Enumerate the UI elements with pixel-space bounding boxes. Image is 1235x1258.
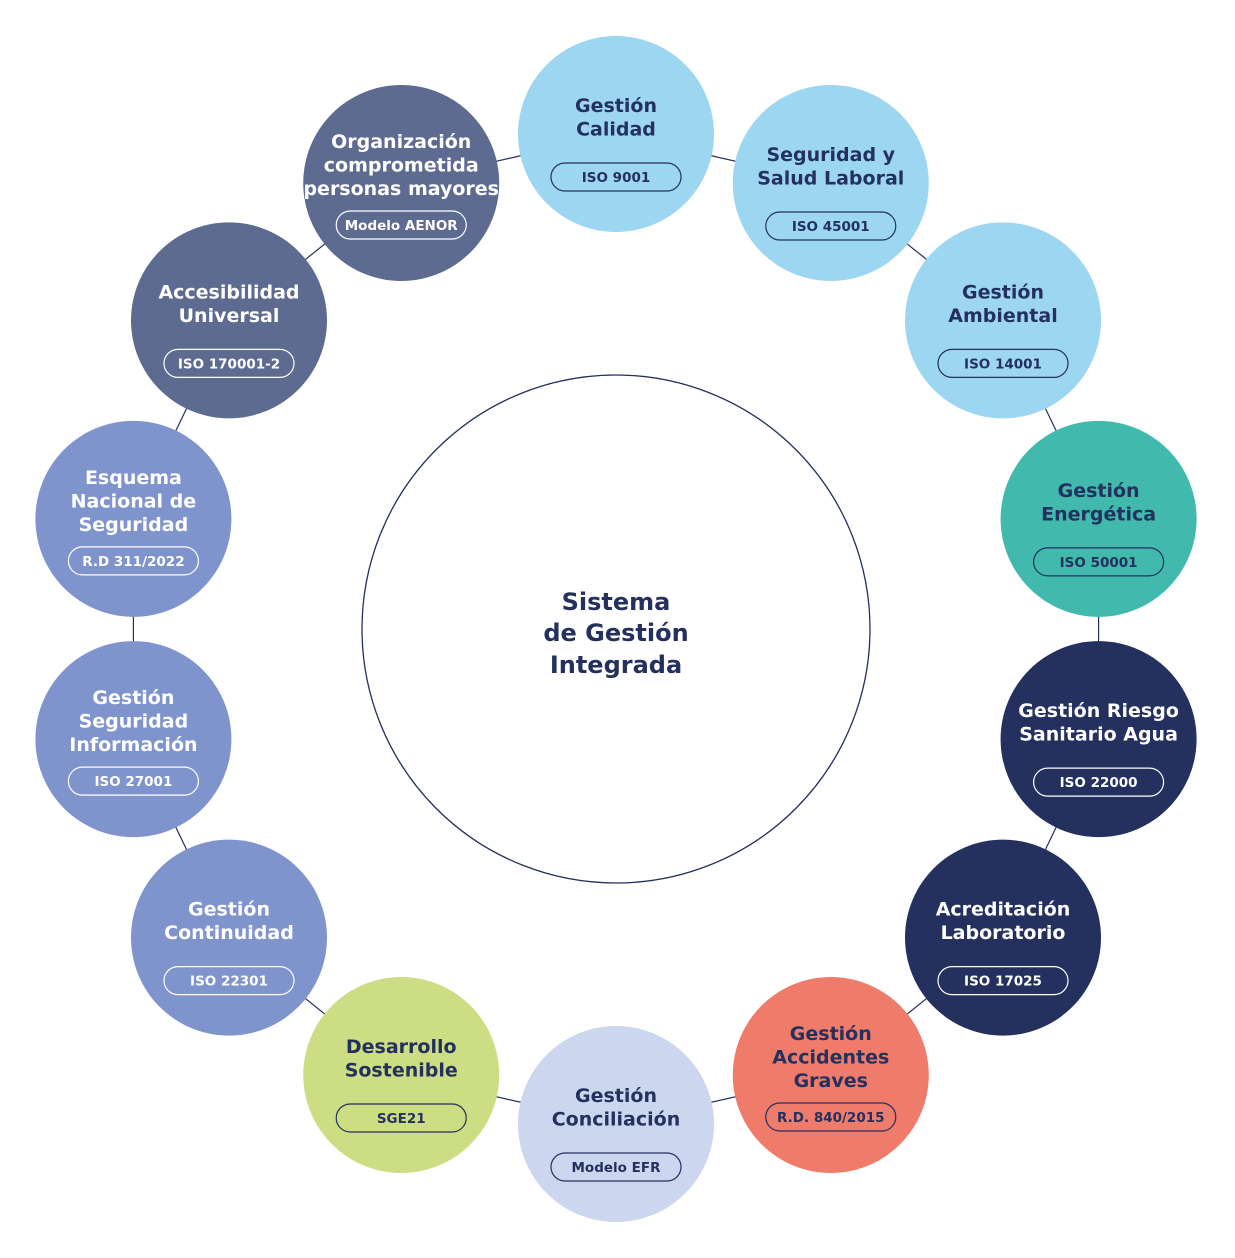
node-title-line: Organización [331, 131, 471, 153]
node-title-line: Acreditación [936, 899, 1071, 921]
node-title-line: Desarrollo [346, 1036, 457, 1058]
node-circle [303, 976, 500, 1173]
node-circle [303, 85, 500, 282]
node-badge [550, 1152, 682, 1182]
node-badge [765, 1102, 897, 1132]
node-title-line: personas mayores [303, 178, 499, 200]
node-badge [765, 211, 897, 241]
node-circle [905, 222, 1102, 419]
node-badge [550, 162, 682, 192]
node-title-line: Energética [1041, 503, 1156, 525]
node-title-line: Gestión [1058, 480, 1140, 502]
node-title-line: Gestión [962, 281, 1044, 303]
node-badge [1032, 547, 1165, 577]
node-title-line: Conciliación [552, 1109, 681, 1131]
node-badge-label: SGE21 [377, 1111, 426, 1127]
node-circle [905, 839, 1102, 1036]
node-title-line: Nacional de [71, 490, 197, 512]
node-title-line: comprometida [324, 155, 479, 177]
node-badge-label: R.D 311/2022 [82, 554, 184, 570]
node-circle [518, 1026, 714, 1222]
node-badge [67, 546, 200, 576]
node-title-line: Salud Laboral [757, 168, 904, 190]
node-title-line: Universal [179, 305, 280, 327]
node-badge-label: Modelo AENOR [345, 218, 459, 234]
node-badge-label: ISO 14001 [964, 356, 1042, 372]
node-circle [35, 641, 232, 838]
node-circle [1000, 420, 1197, 617]
node-circle [130, 839, 327, 1036]
node-title-line: Gestión Riesgo [1018, 700, 1179, 722]
center-circle: Sistema de Gestión Integrada [361, 374, 871, 884]
node-badge-label: ISO 22301 [190, 974, 268, 990]
node-badge [335, 210, 467, 240]
node-title-line: Gestión [790, 1023, 872, 1045]
node-circle [732, 976, 929, 1173]
node-badge-label: ISO 45001 [792, 219, 870, 235]
node-title-line: Accesibilidad [158, 281, 299, 303]
node-badge-label: ISO 22000 [1060, 775, 1138, 791]
node-badge-label: R.D. 840/2015 [777, 1110, 885, 1126]
node-badge-label: ISO 27001 [94, 774, 172, 790]
node-title-line: Sanitario Agua [1019, 724, 1178, 746]
node-badge-label: ISO 9001 [582, 170, 651, 186]
node-badge-label: ISO 17025 [964, 974, 1042, 990]
center-title-line: Sistema [562, 588, 671, 616]
node-badge [67, 766, 200, 796]
node-title-line: Graves [794, 1070, 868, 1092]
node-badge [163, 348, 295, 378]
node-badge [335, 1103, 467, 1133]
node-title-line: Gestión [575, 95, 657, 117]
node-title-line: Gestión [188, 899, 270, 921]
node-title-line: Gestión [92, 687, 174, 709]
center-title-line: de Gestión [543, 619, 688, 647]
node-circle [732, 85, 929, 282]
node-title-line: Continuidad [164, 922, 294, 944]
node-title-line: Información [69, 734, 197, 756]
node-badge-label: ISO 170001-2 [178, 356, 280, 372]
node-title-line: Seguridad [79, 514, 189, 536]
node-badge [163, 966, 295, 996]
node-circle [35, 420, 232, 617]
node-title-line: Seguridad y [766, 144, 895, 166]
node-badge [937, 348, 1069, 378]
node-badge-label: ISO 50001 [1060, 555, 1138, 571]
node-title-line: Laboratorio [941, 922, 1066, 944]
node-circle [1000, 641, 1197, 838]
node-badge [937, 966, 1069, 996]
node-circle [518, 36, 714, 232]
node-title-line: Gestión [575, 1085, 657, 1107]
node-title-line: Sostenible [345, 1059, 458, 1081]
center-title-line: Integrada [550, 651, 682, 679]
node-title-line: Esquema [85, 467, 182, 489]
node-title-line: Ambiental [948, 305, 1057, 327]
node-title-line: Accidentes [772, 1046, 889, 1068]
node-title-line: Calidad [576, 119, 656, 141]
node-badge-label: Modelo EFR [572, 1160, 662, 1176]
node-title-line: Seguridad [79, 711, 189, 733]
node-badge [1032, 767, 1165, 797]
node-circle [130, 222, 327, 419]
